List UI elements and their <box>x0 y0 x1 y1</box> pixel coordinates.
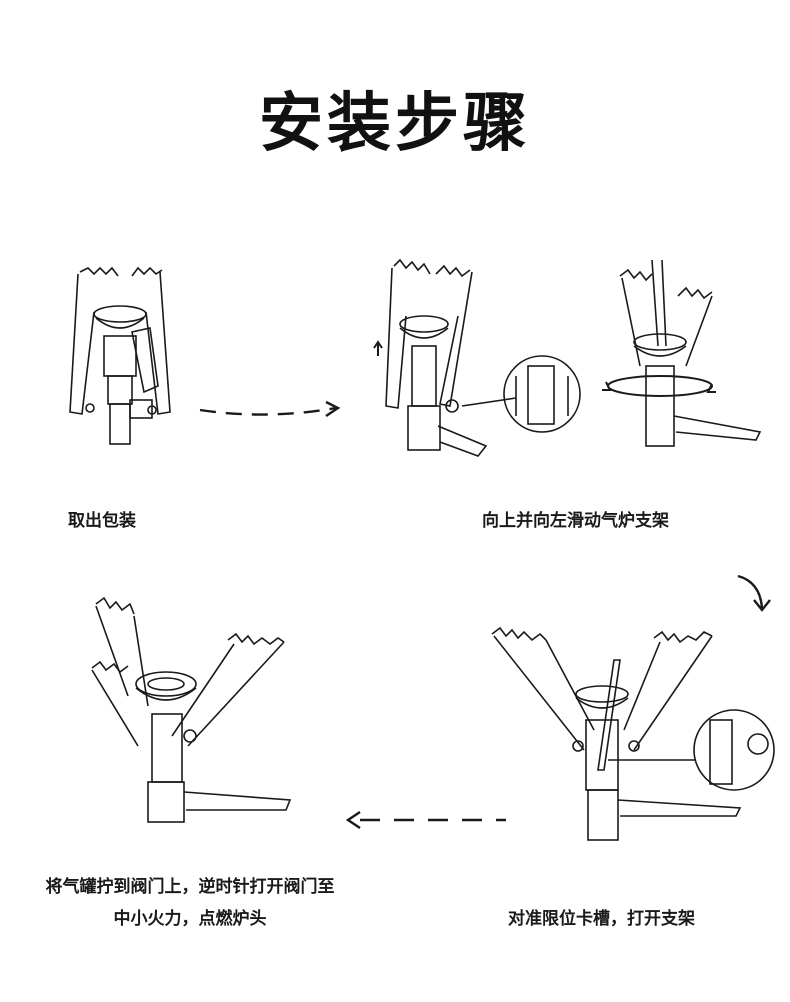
arrow-icon <box>732 570 776 616</box>
page-title: 安装步骤 <box>259 87 531 161</box>
arrow-icon <box>340 806 510 836</box>
step-2-caption: 向上并向左滑动气炉支架 <box>482 511 669 531</box>
step-4-caption-line2: 中小火力，点燃炉头 <box>113 909 267 929</box>
stove-unfolded-icon <box>600 256 770 456</box>
stove-open-icon <box>484 610 784 845</box>
arrow-icon <box>196 398 346 428</box>
stove-sliding-icon <box>366 256 596 466</box>
step-4-caption-line1: 将气罐拧到阀门上，逆时针打开阀门至 <box>45 877 335 897</box>
step-3-caption: 对准限位卡槽，打开支架 <box>508 909 695 929</box>
stove-folded-icon <box>60 262 180 457</box>
stove-open-icon <box>78 596 308 826</box>
step-1-caption: 取出包装 <box>68 511 136 531</box>
